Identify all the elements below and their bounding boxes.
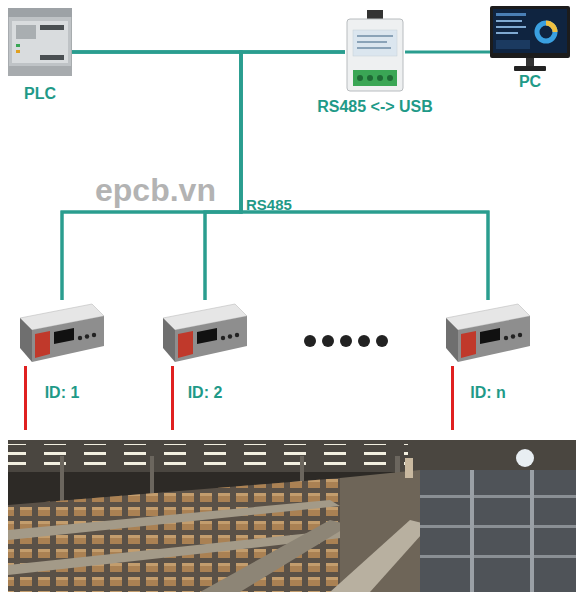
device-graphic [446,304,530,362]
device-icon [163,300,247,362]
sensor-device: ID: 1 [20,300,104,362]
photo-ceiling [8,440,576,472]
node-label: ID: 2 [188,384,223,402]
node-label: RS485 <-> USB [317,98,433,116]
bus-wire [62,52,345,300]
device-icon [446,300,530,362]
device-graphic [347,10,403,91]
laser-beam [451,366,454,430]
node-label: ID: 1 [45,384,80,402]
bus-wire [62,52,241,300]
rack-shelf [420,555,576,558]
pc-device: PC [490,6,570,72]
photo-floor [8,478,340,592]
rack-shelf [420,525,576,528]
plc-device: PLC [8,8,72,76]
bus-wire [72,52,488,300]
device-graphic [20,304,104,362]
ellipsis-dot [376,335,388,347]
rack-shelf [420,495,576,498]
converter-device: RS485 <-> USB [345,10,405,95]
bus-wire [72,52,241,300]
bus-wire [205,52,345,300]
device-graphic [163,304,247,362]
sensor-device: ID: n [446,300,530,362]
photo-racks [420,470,576,592]
rack-post [470,470,474,592]
node-label: PLC [24,85,56,103]
photo-conveyor [8,500,340,540]
device-graphic [8,8,72,76]
photo-light [516,449,534,467]
node-label: PC [519,73,541,91]
laser-beam [171,366,174,430]
photo-worker [405,458,413,478]
warehouse-photo [8,440,576,592]
bus-label: RS485 [246,196,292,213]
rack-post [530,470,534,592]
device-icon [8,8,72,76]
node-label: ID: n [470,384,506,402]
photo-conveyor [330,520,430,592]
watermark-text: epcb.vn [95,172,216,209]
photo-cartons [8,478,340,592]
bus-wire [405,51,490,54]
device-icon [20,300,104,362]
device-icon [345,10,405,95]
ellipsis-dot [322,335,334,347]
photo-background [8,440,576,592]
ellipsis-dot [340,335,352,347]
device-icon [490,6,570,72]
ellipsis-dot [304,335,316,347]
device-graphic [490,6,570,71]
laser-beam [24,366,27,430]
ellipsis-dot [358,335,370,347]
photo-conveyor [200,520,350,592]
sensor-device: ID: 2 [163,300,247,362]
ceiling-lights [8,444,408,468]
